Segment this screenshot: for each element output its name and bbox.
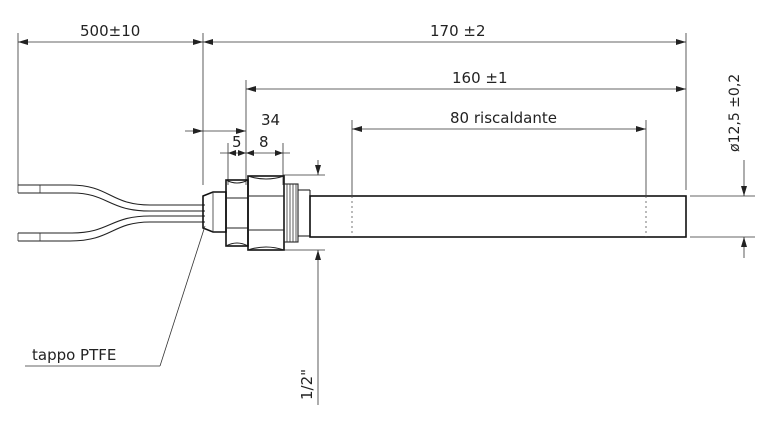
dim-thread-size: 1/2" bbox=[298, 160, 321, 405]
heating-sheath bbox=[309, 195, 687, 238]
dim-heated-zone: 80 riscaldante bbox=[352, 109, 646, 132]
diameter-label: ø12,5 ±0,2 bbox=[727, 74, 743, 152]
total-length-label: 170 ±2 bbox=[430, 22, 486, 40]
cable-wires bbox=[17, 184, 205, 242]
nut-width-label: 5 bbox=[232, 133, 242, 151]
extension-lines bbox=[17, 33, 755, 251]
dim-nut-thread: 5 8 bbox=[220, 133, 290, 156]
dim-thread-offset: 34 bbox=[185, 111, 280, 134]
thread-width-label: 8 bbox=[259, 133, 269, 151]
dim-sheath-length: 160 ±1 bbox=[246, 69, 686, 92]
cable-length-label: 500±10 bbox=[80, 22, 140, 40]
dim-diameter: ø12,5 ±0,2 bbox=[727, 74, 747, 258]
dim-total-length: 170 ±2 bbox=[203, 22, 686, 45]
dim-cable-length: 500±10 bbox=[18, 22, 203, 45]
thread-offset-label: 34 bbox=[261, 111, 280, 129]
thread-fitting bbox=[247, 175, 311, 251]
cap-leader: tappo PTFE bbox=[25, 225, 206, 367]
ptfe-cap bbox=[202, 191, 227, 233]
ptfe-cap-label: tappo PTFE bbox=[32, 346, 116, 364]
heated-zone-label: 80 riscaldante bbox=[450, 109, 557, 127]
hex-nut bbox=[225, 179, 249, 247]
thread-size-label: 1/2" bbox=[298, 369, 316, 400]
sheath-length-label: 160 ±1 bbox=[452, 69, 508, 87]
